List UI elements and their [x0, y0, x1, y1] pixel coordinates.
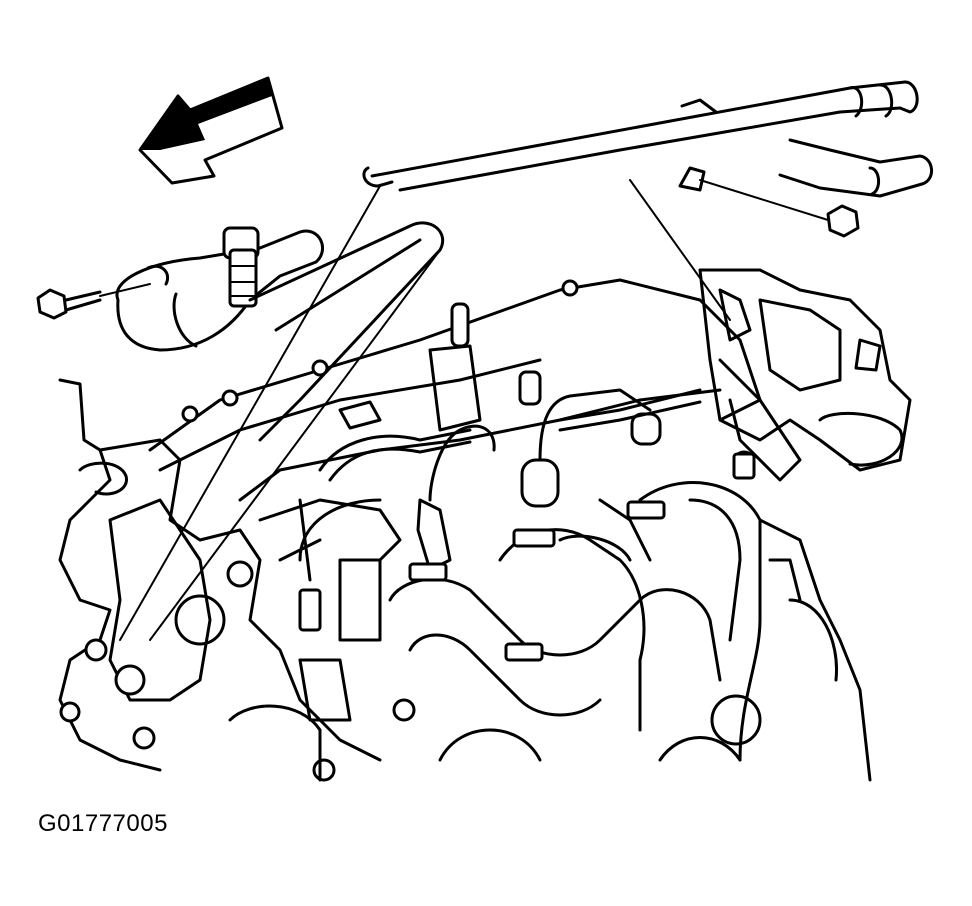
water-pump-bracket: [698, 268, 912, 482]
figure-id-label: G01777005: [38, 810, 168, 837]
engine-block: [58, 378, 742, 782]
coolant-pipe: [362, 80, 933, 198]
thermostat-housing: [115, 226, 325, 352]
exhaust-manifold: [388, 481, 762, 762]
bolt-right-icon: [699, 179, 860, 238]
bolt-left-icon: [36, 283, 151, 320]
leader-lines: [119, 179, 731, 641]
intake-manifold: [148, 278, 762, 502]
fuel-lines: [298, 388, 702, 562]
engine-exploded-illustration: [36, 76, 933, 782]
engine-block-right: [710, 518, 872, 782]
fuel-injector-tubes: [416, 302, 662, 572]
direction-arrow-icon: [138, 76, 284, 185]
manifold-studs: [298, 452, 756, 662]
